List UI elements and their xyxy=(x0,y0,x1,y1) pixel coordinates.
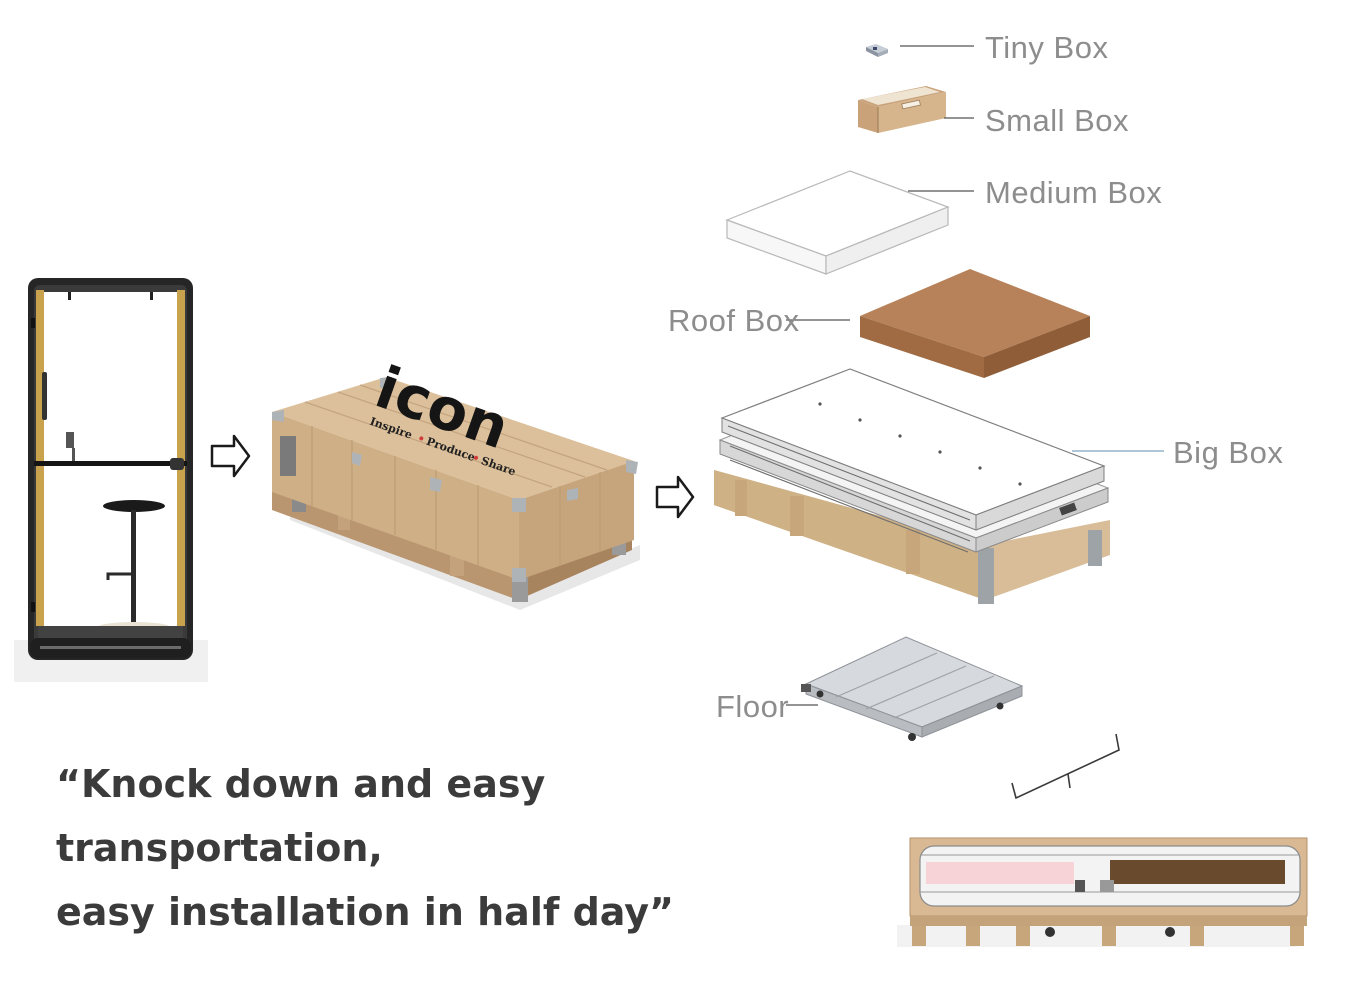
quote-line-3: easy installation in half day” xyxy=(56,890,675,934)
small-box-illustration xyxy=(858,86,946,133)
crate-section-view xyxy=(897,837,1308,947)
tagline-quote: “Knock down and easy transportation, eas… xyxy=(56,752,756,944)
label-floor: Floor xyxy=(716,689,789,724)
quote-line-1: “Knock down and easy xyxy=(56,762,546,806)
label-medium-box: Medium Box xyxy=(985,175,1162,210)
quote-line-2: transportation, xyxy=(56,826,383,870)
big-box-illustration xyxy=(714,368,1110,604)
phone-booth-illustration xyxy=(14,278,208,682)
packed-crate-illustration: icon Inspire Produce Share xyxy=(272,353,640,610)
medium-box-illustration xyxy=(725,170,950,275)
floor-illustration xyxy=(801,636,1024,741)
label-tiny-box: Tiny Box xyxy=(985,30,1108,65)
roof-box-illustration xyxy=(860,269,1090,378)
tiny-box-illustration xyxy=(866,44,888,57)
section-bracket xyxy=(1011,733,1120,800)
arrow-right-icon xyxy=(655,475,695,519)
label-big-box: Big Box xyxy=(1173,435,1283,470)
label-small-box: Small Box xyxy=(985,103,1129,138)
arrow-right-icon xyxy=(210,434,251,478)
label-roof-box: Roof Box xyxy=(668,303,800,338)
